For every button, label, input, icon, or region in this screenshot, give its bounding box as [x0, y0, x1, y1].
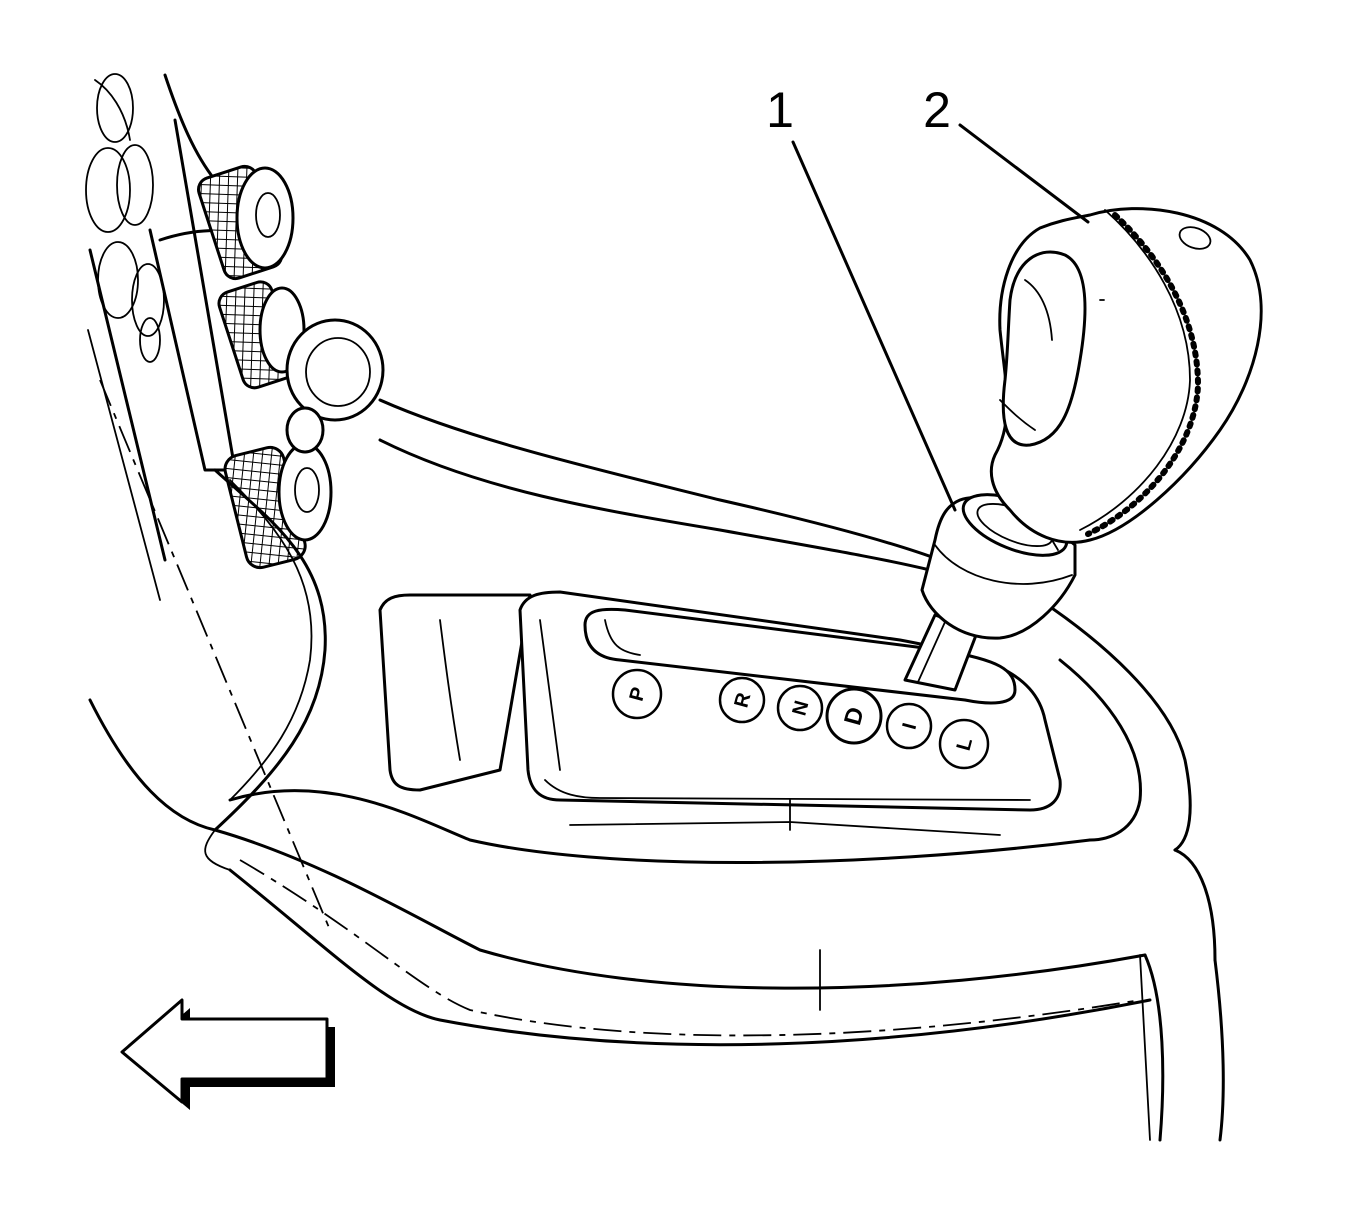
gauge-cluster — [85, 73, 165, 363]
callout-1-leader — [791, 140, 957, 512]
gear-label-r: R — [730, 690, 755, 710]
callout-1-label: 1 — [766, 82, 794, 138]
hvac-knob-lower — [223, 442, 333, 570]
gear-label-p: P — [626, 685, 651, 704]
hazard-switch — [285, 318, 385, 422]
callout-2: 2 — [923, 82, 1090, 224]
shift-positions: P R N D I L — [611, 668, 990, 770]
instrument-panel — [85, 73, 385, 931]
left-arrow-icon — [120, 998, 335, 1110]
console-trim-bezel — [204, 398, 1225, 1142]
gear-label-d: D — [839, 704, 870, 728]
callout-1: 1 — [766, 82, 957, 512]
callout-2-leader — [958, 123, 1090, 224]
callout-2-label: 2 — [923, 82, 951, 138]
gear-label-i: I — [899, 721, 922, 732]
gear-indicator-r: R — [718, 676, 766, 724]
hvac-knob-upper — [197, 164, 295, 281]
gear-indicator-i: I — [885, 702, 933, 750]
gear-label-l: L — [953, 736, 977, 753]
gear-indicator-l: L — [938, 718, 990, 770]
gear-indicator-n: N — [776, 684, 824, 732]
shift-knob — [989, 207, 1263, 544]
gear-label-n: N — [788, 698, 813, 718]
gear-indicator-d: D — [825, 687, 883, 745]
gear-indicator-p: P — [611, 668, 663, 720]
